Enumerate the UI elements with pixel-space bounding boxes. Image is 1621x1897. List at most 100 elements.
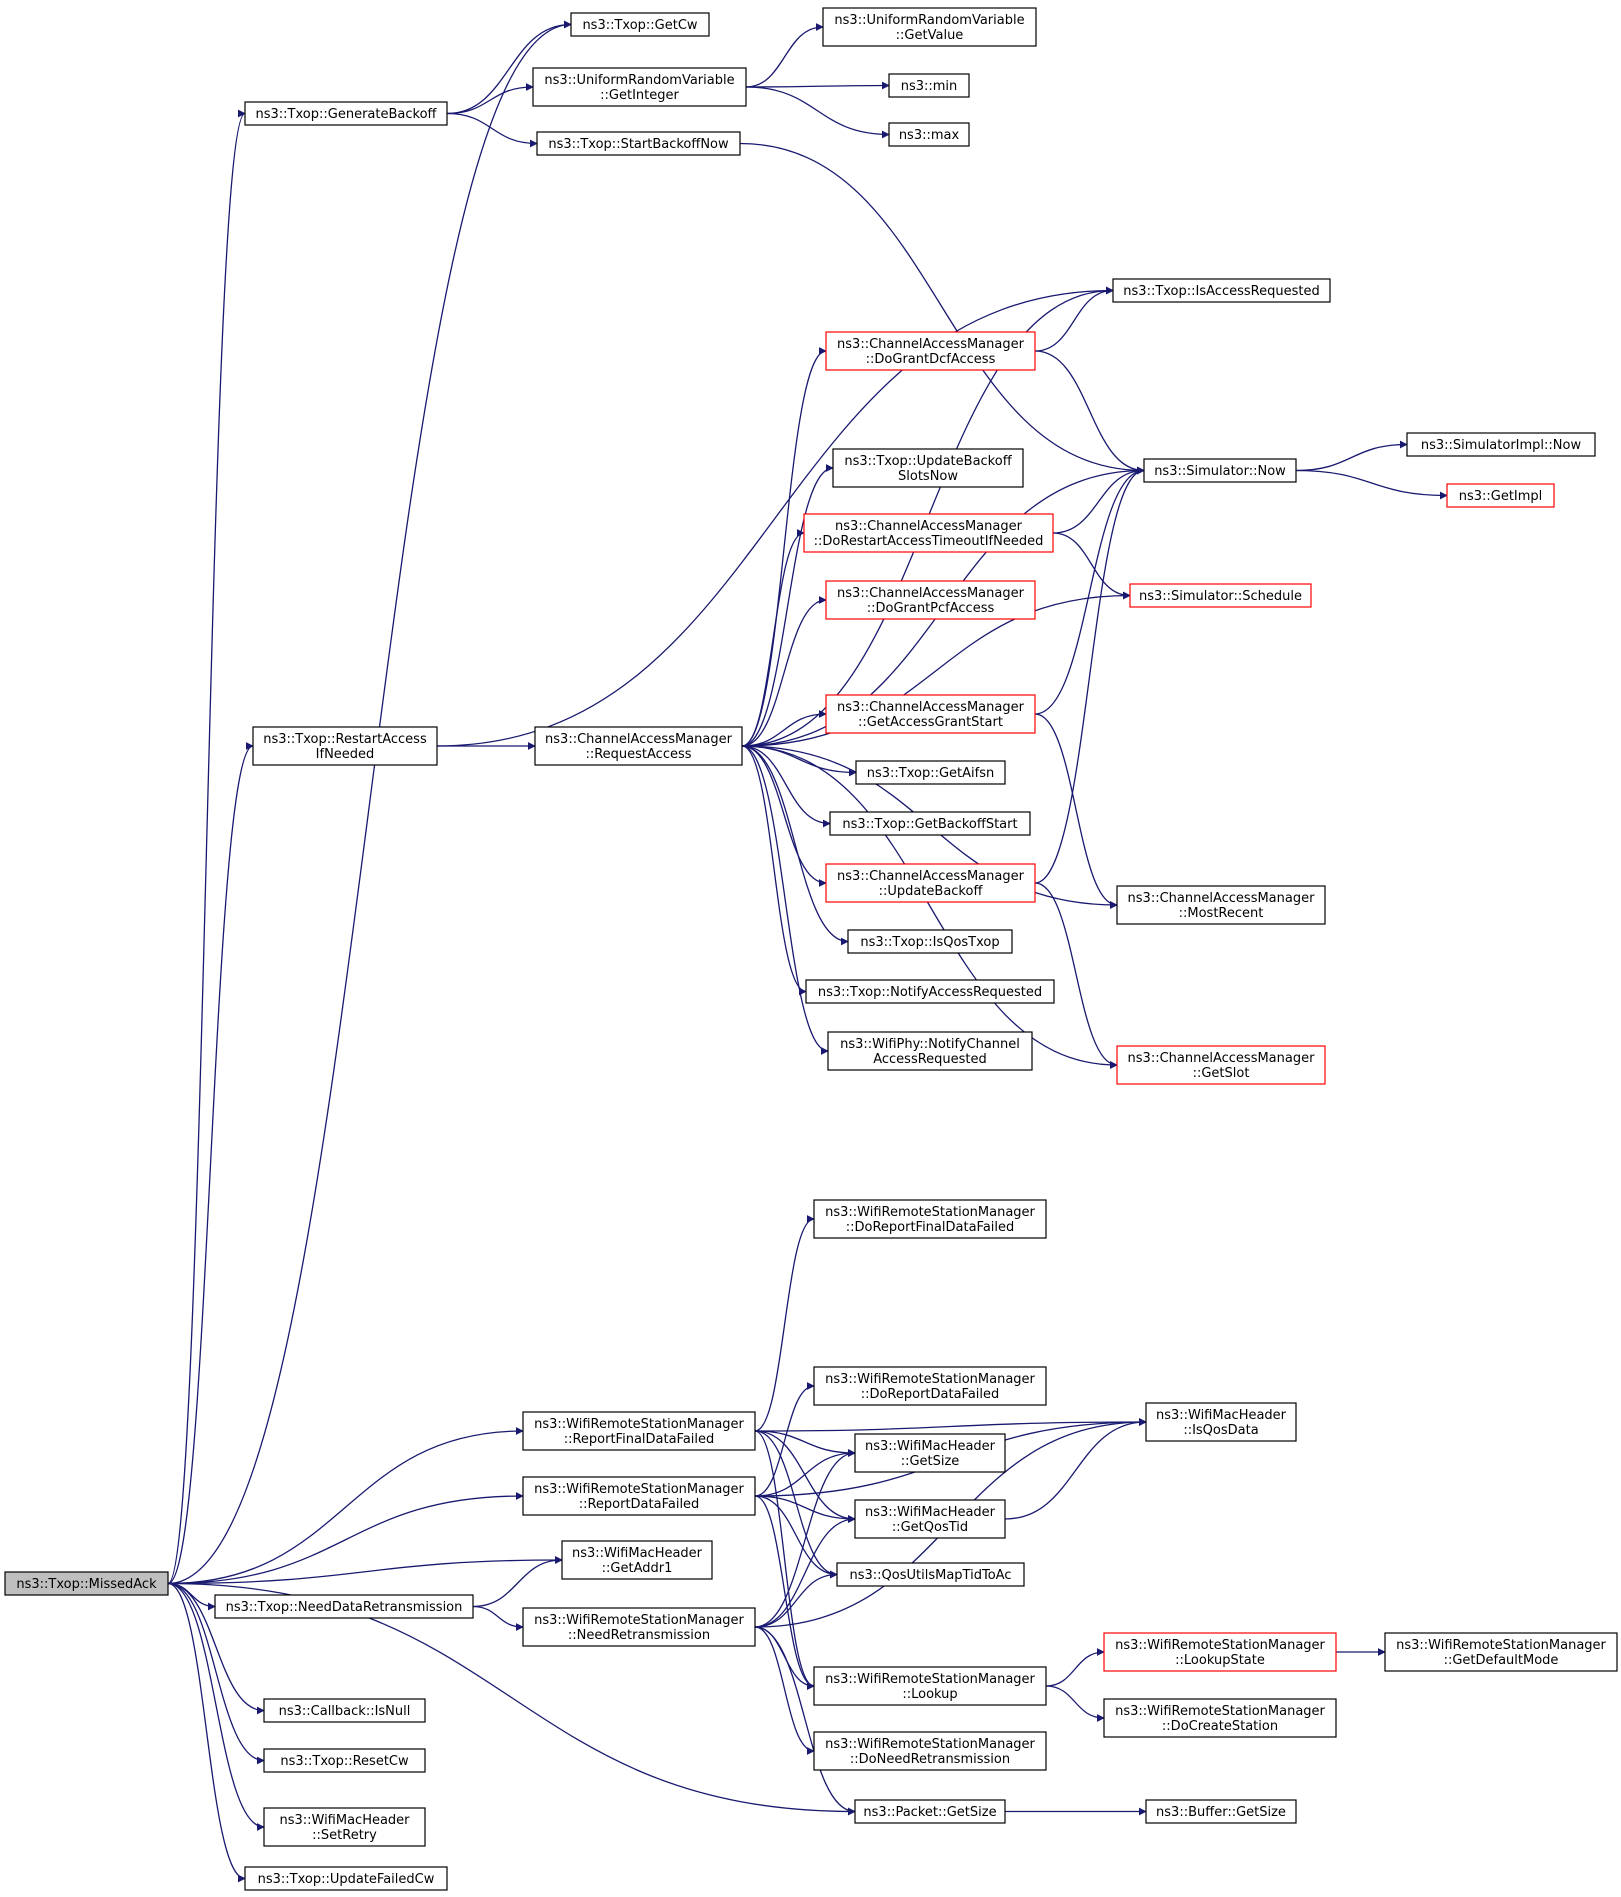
node-updatebackoff[interactable]: ns3::ChannelAccessManager::UpdateBackoff (825, 863, 1036, 903)
node-box (1103, 1632, 1337, 1672)
node-getaifsn[interactable]: ns3::Txop::GetAifsn (855, 760, 1006, 785)
node-simimpl_now[interactable]: ns3::SimulatorImpl::Now (1406, 432, 1596, 457)
node-box (522, 1411, 756, 1451)
node-label: ::LookupState (1175, 1653, 1265, 1668)
node-updatefailedcw[interactable]: ns3::Txop::UpdateFailedCw (244, 1866, 448, 1891)
node-needretx[interactable]: ns3::WifiRemoteStationManager::NeedRetra… (522, 1607, 756, 1647)
node-box (832, 448, 1024, 488)
node-box (854, 1433, 1006, 1473)
edge-requestaccess-to-dorestart (741, 529, 805, 747)
node-label: ns3::Txop::GetCw (582, 18, 697, 33)
node-label: ::GetAddr1 (602, 1561, 673, 1576)
node-doreportfinal[interactable]: ns3::WifiRemoteStationManager::DoReportF… (813, 1199, 1047, 1239)
node-label: ns3::GetImpl (1459, 489, 1543, 504)
node-urv_getvalue[interactable]: ns3::UniformRandomVariable::GetValue (822, 7, 1037, 47)
edge-getqostid-to-isqosdata (1004, 1418, 1147, 1520)
node-box (522, 1476, 756, 1516)
edge-reportdata-to-lookup (754, 1495, 815, 1690)
node-genbackoff[interactable]: ns3::Txop::GenerateBackoff (244, 101, 448, 126)
node-urv_getinteger[interactable]: ns3::UniformRandomVariable::GetInteger (532, 67, 747, 107)
node-label: ::GetSlot (1193, 1066, 1250, 1081)
node-lookup[interactable]: ns3::WifiRemoteStationManager::Lookup (813, 1666, 1047, 1706)
node-getimpl[interactable]: ns3::GetImpl (1446, 483, 1555, 508)
edge-genbackoff-to-urv_getinteger (446, 83, 534, 115)
node-qosutils[interactable]: ns3::QosUtilsMapTidToAc (836, 1562, 1025, 1587)
node-dorestart[interactable]: ns3::ChannelAccessManager::DoRestartAcce… (803, 513, 1054, 553)
node-setretry[interactable]: ns3::WifiMacHeader::SetRetry (263, 1807, 426, 1847)
node-box (263, 1807, 426, 1847)
node-getcw[interactable]: ns3::Txop::GetCw (570, 12, 710, 37)
node-label: ns3::WifiRemoteStationManager (1115, 1638, 1325, 1653)
node-box (263, 1748, 426, 1773)
node-min[interactable]: ns3::min (888, 73, 970, 98)
edge-needretx-to-getqostid (754, 1515, 856, 1628)
node-buffer_getsize[interactable]: ns3::Buffer::GetSize (1145, 1799, 1297, 1824)
node-getdefaultmode[interactable]: ns3::WifiRemoteStationManager::GetDefaul… (1384, 1632, 1618, 1672)
node-isqostxop[interactable]: ns3::Txop::IsQosTxop (847, 929, 1013, 954)
node-notifyaccessreq[interactable]: ns3::Txop::NotifyAccessRequested (805, 979, 1055, 1004)
node-sim_now[interactable]: ns3::Simulator::Now (1143, 458, 1297, 483)
node-dograntpcf[interactable]: ns3::ChannelAccessManager::DoGrantPcfAcc… (825, 580, 1036, 620)
node-label: ::IsQosData (1183, 1423, 1258, 1438)
edge-sim_now-to-simimpl_now (1295, 440, 1408, 472)
node-requestaccess[interactable]: ns3::ChannelAccessManager::RequestAccess (534, 726, 743, 766)
node-label: ns3::SimulatorImpl::Now (1421, 438, 1582, 453)
edge-reportfinal-to-mac_getsize (754, 1430, 856, 1457)
node-box (825, 331, 1036, 371)
node-label: ::GetSize (901, 1454, 960, 1469)
node-isnull[interactable]: ns3::Callback::IsNull (263, 1698, 426, 1723)
node-getqostid[interactable]: ns3::WifiMacHeader::GetQosTid (854, 1499, 1006, 1539)
node-label: ::DoNeedRetransmission (850, 1752, 1010, 1767)
edge-getaccessgrant-to-sim_now (1034, 466, 1145, 715)
node-label: ns3::Packet::GetSize (863, 1805, 996, 1820)
node-dograntdcf[interactable]: ns3::ChannelAccessManager::DoGrantDcfAcc… (825, 331, 1036, 371)
node-box (214, 1594, 474, 1619)
edge-getaccessgrant-to-mostrecent (1034, 713, 1118, 909)
edge-urv_getinteger-to-min (745, 81, 890, 90)
node-label: ns3::UniformRandomVariable (834, 13, 1024, 28)
node-getaddr1[interactable]: ns3::WifiMacHeader::GetAddr1 (561, 1540, 713, 1580)
node-docreatestation[interactable]: ns3::WifiRemoteStationManager::DoCreateS… (1103, 1698, 1337, 1738)
node-max[interactable]: ns3::max (888, 122, 970, 147)
node-mostrecent[interactable]: ns3::ChannelAccessManager::MostRecent (1116, 885, 1326, 925)
node-startbackoffnow[interactable]: ns3::Txop::StartBackoffNow (536, 131, 741, 156)
node-doreportdata[interactable]: ns3::WifiRemoteStationManager::DoReportD… (813, 1366, 1047, 1406)
node-needdataretx[interactable]: ns3::Txop::NeedDataRetransmission (214, 1594, 474, 1619)
node-box (532, 67, 747, 107)
node-label: ::SetRetry (312, 1828, 377, 1843)
node-label: ns3::Buffer::GetSize (1156, 1805, 1286, 1820)
edge-missedack-to-setretry (167, 1582, 265, 1831)
edge-requestaccess-to-updatebackoff (741, 745, 827, 887)
node-label: ns3::WifiPhy::NotifyChannel (840, 1037, 1020, 1052)
node-isaccessrequested[interactable]: ns3::Txop::IsAccessRequested (1112, 278, 1331, 303)
node-schedule[interactable]: ns3::Simulator::Schedule (1129, 583, 1312, 608)
node-label: ::Lookup (902, 1687, 957, 1702)
node-wifiphy_notify[interactable]: ns3::WifiPhy::NotifyChannelAccessRequest… (827, 1031, 1033, 1071)
node-box (813, 1366, 1047, 1406)
node-getslot[interactable]: ns3::ChannelAccessManager::GetSlot (1116, 1045, 1326, 1085)
edge-needretx-to-packet_getsize (754, 1626, 856, 1816)
node-box (1112, 278, 1331, 303)
node-lookupstate[interactable]: ns3::WifiRemoteStationManager::LookupSta… (1103, 1632, 1337, 1672)
node-reportdata[interactable]: ns3::WifiRemoteStationManager::ReportDat… (522, 1476, 756, 1516)
node-isqosdata[interactable]: ns3::WifiMacHeader::IsQosData (1145, 1402, 1297, 1442)
node-box (854, 1799, 1006, 1824)
node-getbackoffstart[interactable]: ns3::Txop::GetBackoffStart (829, 811, 1031, 836)
node-missedack[interactable]: ns3::Txop::MissedAck (4, 1571, 169, 1596)
node-label: ns3::WifiRemoteStationManager (825, 1372, 1035, 1387)
edge-requestaccess-to-getslot (741, 745, 1118, 1069)
node-label: ::DoReportDataFailed (861, 1387, 1000, 1402)
node-label: ns3::Txop::IsAccessRequested (1123, 284, 1319, 299)
node-label: ns3::WifiMacHeader (1156, 1408, 1287, 1423)
node-donedretx[interactable]: ns3::WifiRemoteStationManager::DoNeedRet… (813, 1731, 1047, 1771)
edge-missedack-to-reportfinal (167, 1427, 524, 1585)
node-resetcw[interactable]: ns3::Txop::ResetCw (263, 1748, 426, 1773)
node-reportfinal[interactable]: ns3::WifiRemoteStationManager::ReportFin… (522, 1411, 756, 1451)
node-mac_getsize[interactable]: ns3::WifiMacHeader::GetSize (854, 1433, 1006, 1473)
node-packet_getsize[interactable]: ns3::Packet::GetSize (854, 1799, 1006, 1824)
node-getaccessgrant[interactable]: ns3::ChannelAccessManager::GetAccessGran… (825, 694, 1036, 734)
node-label: ns3::Txop::NotifyAccessRequested (818, 985, 1042, 1000)
